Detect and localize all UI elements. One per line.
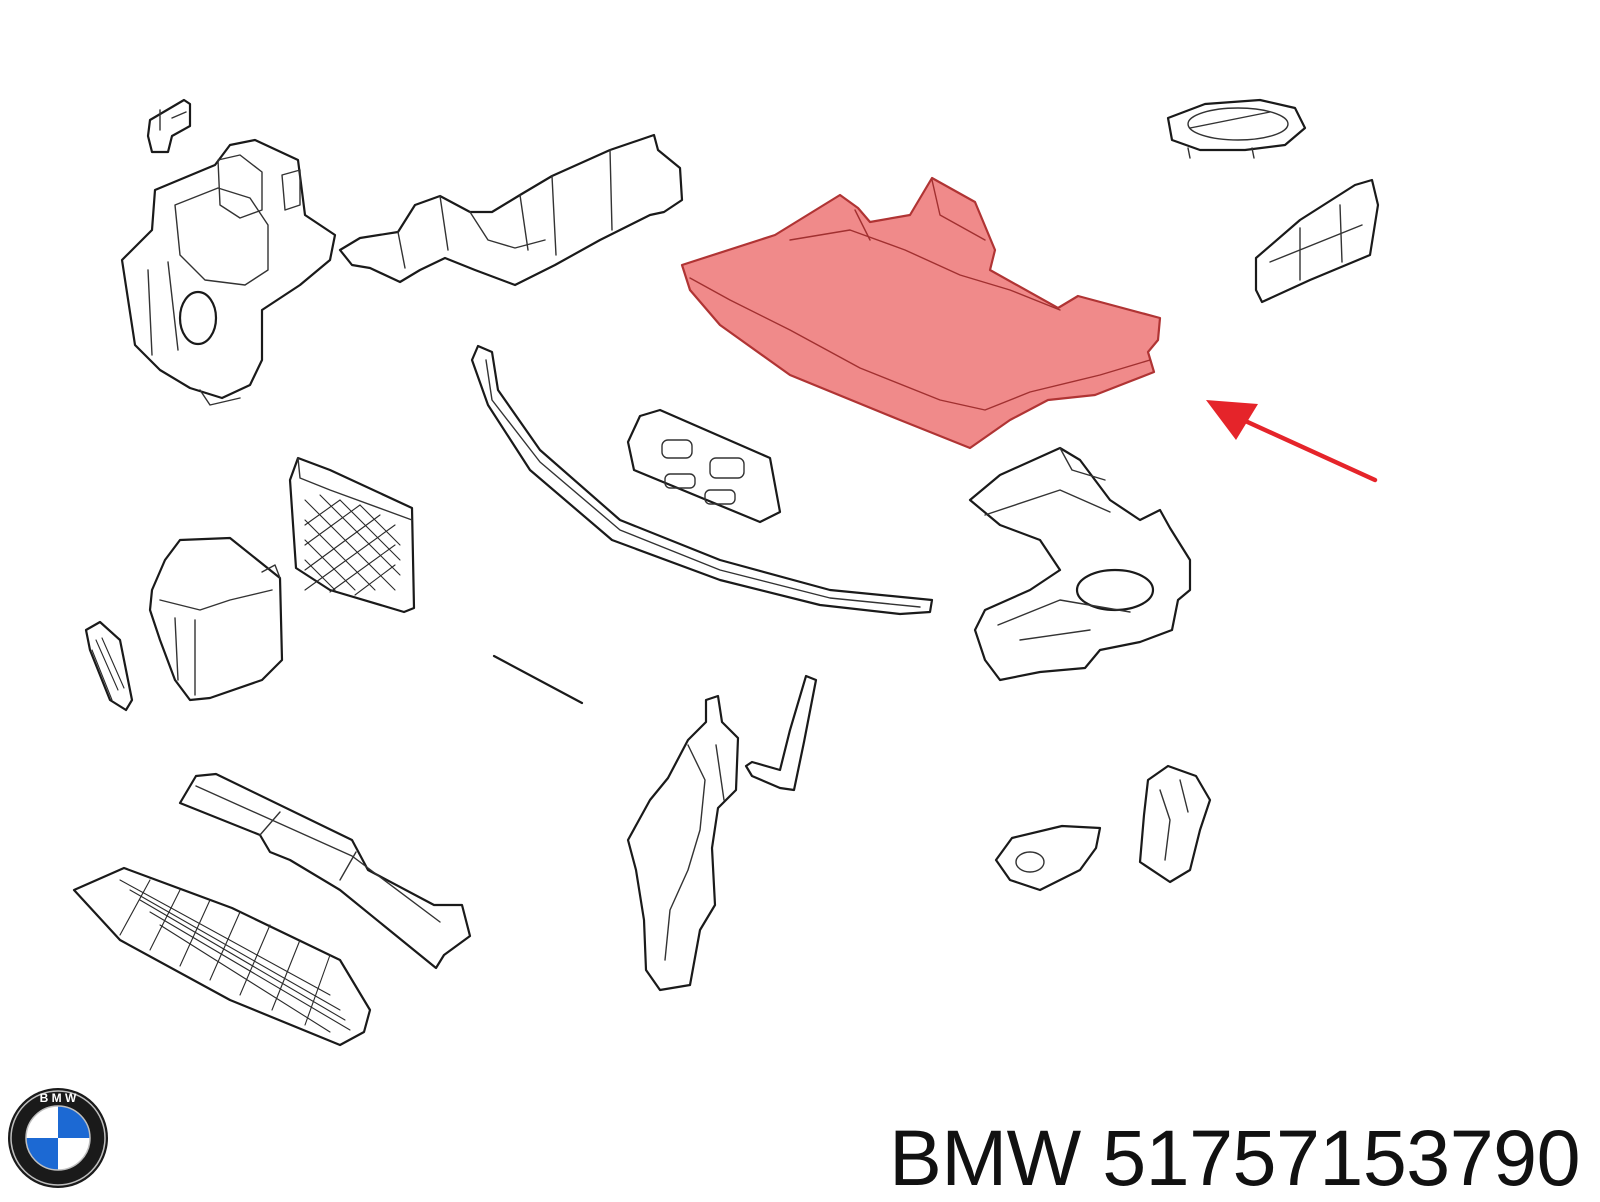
- ring-bracket-top-right: [1166, 98, 1307, 159]
- center-vertical-air-duct: [626, 694, 740, 992]
- center-mounting-plate: [626, 408, 782, 524]
- small-bracket-top-left: [146, 98, 192, 154]
- right-vertical-bracket: [1138, 764, 1212, 884]
- small-lower-bracket: [994, 824, 1102, 892]
- trim-rod: [492, 654, 584, 705]
- part-number: 51757153790: [1102, 1113, 1580, 1202]
- small-side-vent: [84, 620, 134, 712]
- bumper-lip-strip: [470, 344, 934, 616]
- lower-crossmember-trim: [178, 772, 472, 970]
- upper-air-duct: [338, 133, 684, 287]
- lower-grille-mesh: [72, 866, 372, 1047]
- underbody-shield-highlighted: [680, 176, 1162, 450]
- left-air-duct-housing: [120, 138, 337, 406]
- engine-undershield: [968, 446, 1192, 682]
- grille-mesh-insert: [288, 456, 416, 614]
- svg-text:B M W: B M W: [40, 1091, 77, 1105]
- l-support-strut: [744, 674, 818, 792]
- left-brake-air-guide: [148, 536, 284, 702]
- brand-name: BMW: [889, 1113, 1081, 1202]
- part-caption: BMW 51757153790: [0, 1118, 1580, 1197]
- pointer-arrow: [1206, 400, 1378, 483]
- bmw-logo: B M W: [8, 1088, 108, 1188]
- right-mounting-bracket: [1254, 178, 1380, 304]
